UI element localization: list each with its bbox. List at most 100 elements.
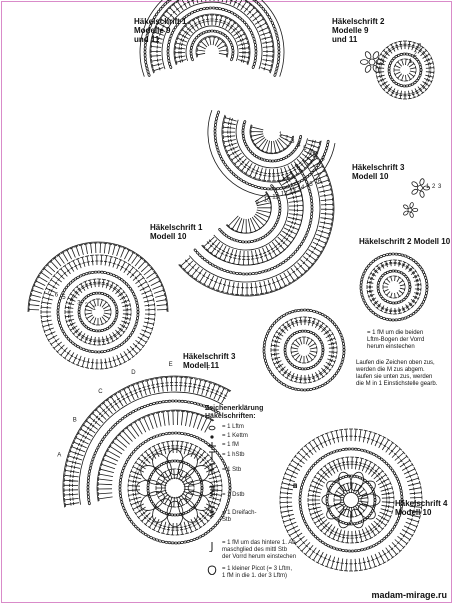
- stitch-mark: [408, 513, 421, 520]
- stitch-mark: [130, 500, 143, 507]
- chain-mark: [270, 228, 274, 232]
- stitch-mark: [162, 470, 171, 481]
- stitch-mark: [144, 307, 156, 312]
- stitch-mark: [321, 367, 329, 376]
- stitch-mark: [123, 262, 132, 273]
- stitch-mark: [165, 522, 171, 536]
- stitch-mark: [393, 89, 399, 99]
- chain-mark: [222, 232, 226, 236]
- stitch-mark: [112, 244, 118, 255]
- stitch-mark: [196, 0, 199, 4]
- stitch-mark: [153, 288, 165, 294]
- flower-petal: [185, 465, 210, 485]
- diagram-3-title: Häkelschrift 3 Modell 10: [352, 163, 405, 181]
- stitch-mark: [410, 269, 418, 276]
- chain-mark: [244, 272, 249, 276]
- stitch-mark: [275, 363, 284, 371]
- stitch-mark: [299, 447, 311, 458]
- stitch-mark: [393, 292, 398, 299]
- stitch-mark: [213, 244, 224, 258]
- stitch-mark: [97, 336, 102, 346]
- stitch-mark: [213, 385, 222, 400]
- stitch-mark: [150, 44, 162, 49]
- stitch-mark: [183, 490, 194, 498]
- stitch-mark: [399, 458, 412, 468]
- stitch-mark: [209, 488, 223, 493]
- flower-petal: [152, 453, 172, 478]
- stitch-mark: [345, 530, 350, 544]
- chain-mark: [144, 60, 148, 64]
- row-letter: F: [293, 484, 297, 490]
- stitch-mark: [297, 262, 308, 273]
- stitch-mark: [388, 259, 393, 267]
- flower-petal: [403, 204, 409, 210]
- stitch-mark: [412, 273, 420, 279]
- stitch-mark: [323, 364, 332, 373]
- stitch-mark: [376, 60, 385, 66]
- row-number: 9: [255, 201, 259, 207]
- stitch-mark: [207, 469, 220, 476]
- stitch-mark: [276, 168, 281, 182]
- chain-mark: [166, 52, 170, 57]
- stitch-mark: [414, 43, 421, 52]
- flower-petal: [338, 508, 352, 529]
- stitch-mark: [186, 263, 197, 275]
- chain-mark: [254, 271, 259, 275]
- stitch-mark: [42, 266, 53, 276]
- stitch-mark: [279, 505, 293, 510]
- stitch-mark: [393, 275, 398, 282]
- stitch-mark: [252, 13, 263, 22]
- chain-mark: [268, 230, 272, 234]
- stitch-mark: [52, 273, 62, 283]
- stitch-mark: [116, 258, 123, 270]
- chain-mark: [82, 323, 86, 327]
- stitch-mark: [160, 441, 167, 455]
- stitch-mark: [101, 336, 107, 346]
- chain-mark: [189, 508, 193, 512]
- stitch-mark: [152, 67, 164, 73]
- stitch-mark: [205, 239, 218, 252]
- chain-mark: [108, 295, 112, 299]
- stitch-mark: [168, 6, 178, 16]
- stitch-mark: [283, 179, 298, 189]
- stitch-mark: [80, 256, 86, 267]
- chain-mark: [425, 284, 429, 289]
- stitch-mark: [352, 482, 359, 494]
- stitch-mark: [162, 495, 171, 506]
- stitch-mark: [320, 207, 334, 212]
- stitch-mark: [52, 341, 62, 351]
- stitch-mark: [144, 316, 156, 322]
- stitch-mark: [288, 203, 304, 208]
- stitch-mark: [374, 553, 382, 567]
- stitch-mark: [403, 40, 407, 49]
- stitch-mark: [341, 483, 349, 494]
- row-number: 10: [264, 198, 271, 204]
- stitch-mark: [358, 529, 364, 543]
- row-number: 3: [418, 44, 422, 50]
- chain-mark: [227, 476, 231, 481]
- chain-mark: [157, 464, 161, 468]
- stitch-mark: [99, 317, 105, 326]
- stitch-mark: [89, 358, 95, 370]
- chain-mark: [251, 272, 256, 276]
- stitch-mark: [112, 256, 119, 268]
- stitch-mark: [307, 498, 320, 502]
- stitch-mark: [140, 453, 151, 464]
- stitch-mark: [98, 242, 103, 254]
- row-number: 1: [426, 184, 430, 190]
- stitch-mark: [316, 519, 328, 530]
- stitch-mark: [176, 36, 188, 43]
- stitch-mark: [164, 376, 169, 392]
- stitch-mark: [293, 265, 304, 277]
- stitch-mark: [109, 334, 116, 343]
- stitch-mark: [239, 218, 245, 234]
- stitch-mark: [280, 134, 294, 140]
- chain-mark: [257, 271, 262, 275]
- chain-mark: [277, 49, 281, 54]
- stitch-mark: [300, 259, 311, 270]
- flower-center: [343, 492, 359, 508]
- stitch-mark: [305, 252, 318, 263]
- stitch-mark: [407, 74, 413, 81]
- stitch-mark: [323, 327, 332, 336]
- stitch-mark: [281, 480, 294, 487]
